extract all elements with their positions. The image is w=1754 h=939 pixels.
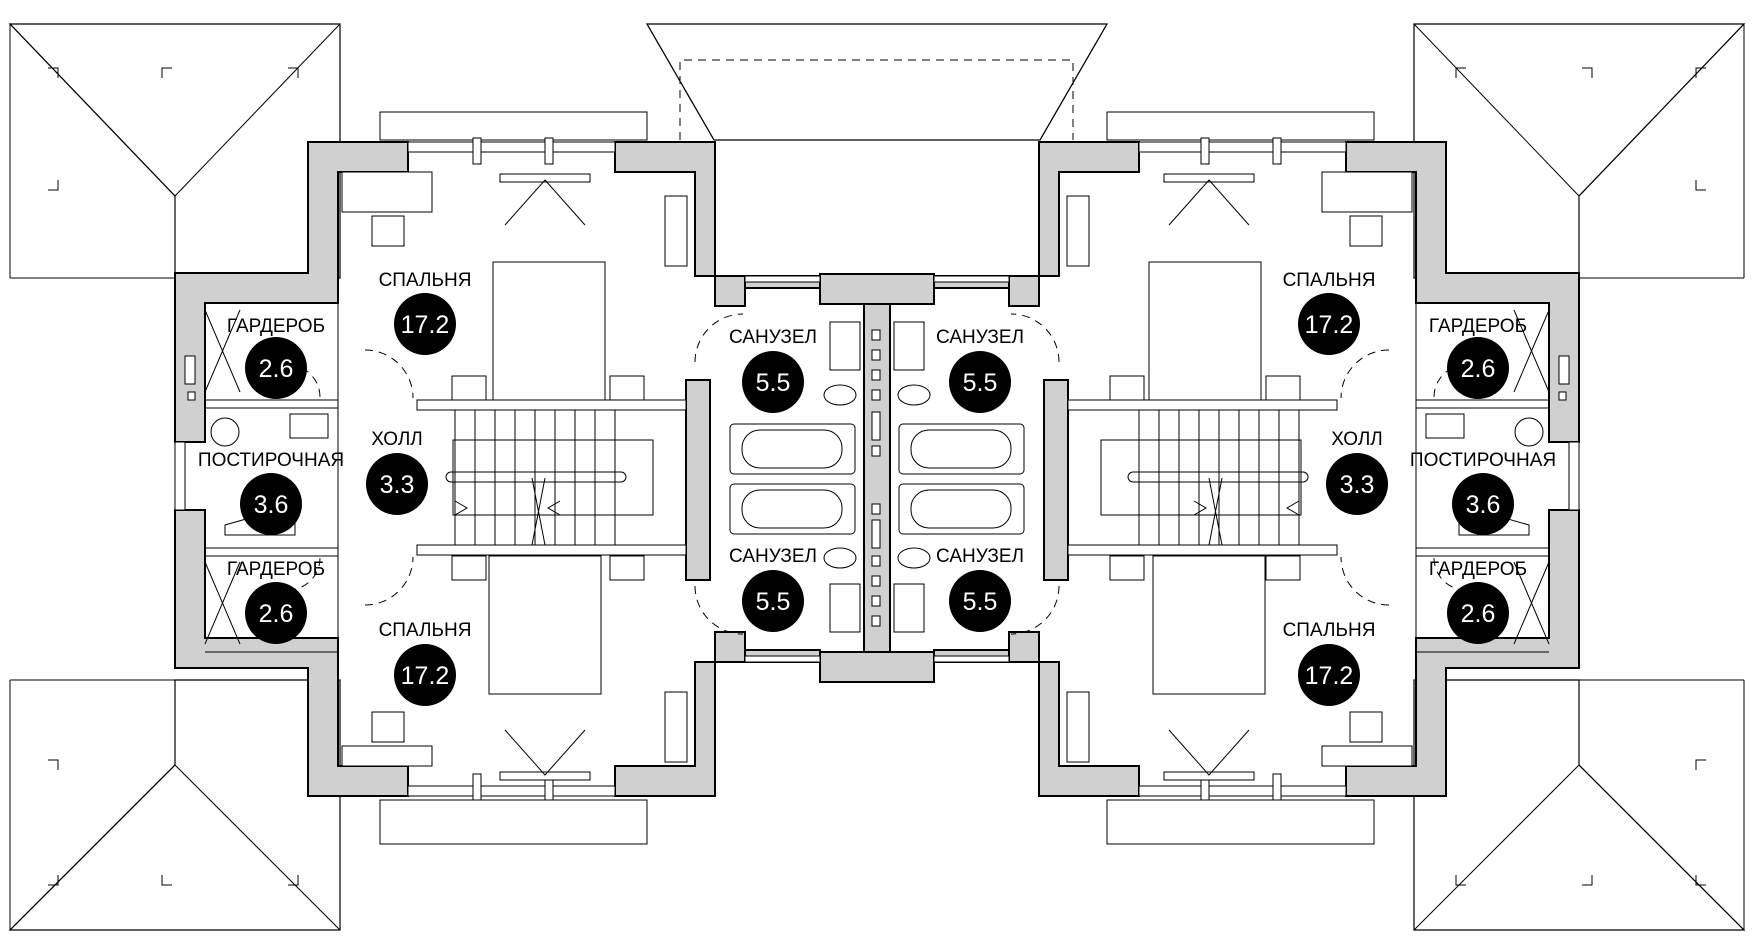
room-name-hall-e: ХОЛЛ [1331, 429, 1383, 450]
room-name-hall-w: ХОЛЛ [371, 429, 423, 450]
room-name-laundry-w: ПОСТИРОЧНАЯ [198, 450, 344, 471]
area-badge-bathroom-sw [742, 570, 804, 632]
area-badge-wardrobe-nw [245, 337, 307, 399]
area-value-wardrobe-nw: 2.6 [259, 355, 294, 383]
area-value-hall-e: 3.3 [1340, 471, 1375, 499]
furniture [204, 171, 1550, 781]
area-value-wardrobe-se: 2.6 [1461, 600, 1496, 628]
area-value-bedroom-ne: 17.2 [1305, 311, 1354, 339]
area-value-wardrobe-sw: 2.6 [259, 600, 294, 628]
area-value-bedroom-se: 17.2 [1305, 662, 1354, 690]
area-value-laundry-e: 3.6 [1466, 491, 1501, 519]
area-badge-bedroom-sw [394, 644, 456, 706]
roof-outline [8, 23, 1746, 931]
area-value-hall-w: 3.3 [380, 471, 415, 499]
area-badge-bathroom-ne [949, 351, 1011, 413]
room-name-bedroom-sw: СПАЛЬНЯ [379, 620, 472, 641]
room-name-bedroom-ne: СПАЛЬНЯ [1283, 270, 1376, 291]
area-value-bedroom-sw: 17.2 [401, 662, 450, 690]
area-badge-bathroom-se [949, 570, 1011, 632]
area-badge-hall-e [1326, 453, 1388, 515]
room-labels: СПАЛЬНЯ 17.2 ГАРДЕРОБ 2.6 ПОСТИРОЧНАЯ 3.… [198, 270, 1556, 706]
area-badge-wardrobe-sw [245, 582, 307, 644]
room-name-wardrobe-se: ГАРДЕРОБ [1429, 559, 1527, 580]
area-value-bathroom-ne: 5.5 [963, 369, 998, 397]
room-name-bathroom-ne: САНУЗЕЛ [936, 327, 1024, 348]
area-badge-bathroom-nw [742, 351, 804, 413]
room-name-bathroom-se: САНУЗЕЛ [936, 546, 1024, 567]
area-badge-laundry-w [240, 473, 302, 535]
area-badge-hall-w [366, 453, 428, 515]
area-badge-bedroom-ne [1298, 293, 1360, 355]
area-value-wardrobe-ne: 2.6 [1461, 355, 1496, 383]
room-name-bedroom-se: СПАЛЬНЯ [1283, 620, 1376, 641]
windows [174, 137, 1580, 801]
area-badge-laundry-e [1452, 473, 1514, 535]
area-value-bedroom-nw: 17.2 [401, 311, 450, 339]
area-badge-bedroom-nw [394, 293, 456, 355]
walls [174, 141, 1580, 797]
room-name-wardrobe-sw: ГАРДЕРОБ [227, 559, 325, 580]
room-name-laundry-e: ПОСТИРОЧНАЯ [1410, 450, 1556, 471]
room-name-bedroom-nw: СПАЛЬНЯ [379, 270, 472, 291]
area-value-bathroom-sw: 5.5 [756, 588, 791, 616]
room-name-bathroom-nw: САНУЗЕЛ [729, 327, 817, 348]
area-value-laundry-w: 3.6 [254, 491, 289, 519]
area-value-bathroom-se: 5.5 [963, 588, 998, 616]
room-name-wardrobe-ne: ГАРДЕРОБ [1429, 316, 1527, 337]
area-badge-wardrobe-ne [1447, 337, 1509, 399]
room-name-wardrobe-nw: ГАРДЕРОБ [227, 316, 325, 337]
area-value-bathroom-nw: 5.5 [756, 369, 791, 397]
area-badge-wardrobe-se [1447, 582, 1509, 644]
area-badge-bedroom-se [1298, 644, 1360, 706]
room-name-bathroom-sw: САНУЗЕЛ [729, 546, 817, 567]
